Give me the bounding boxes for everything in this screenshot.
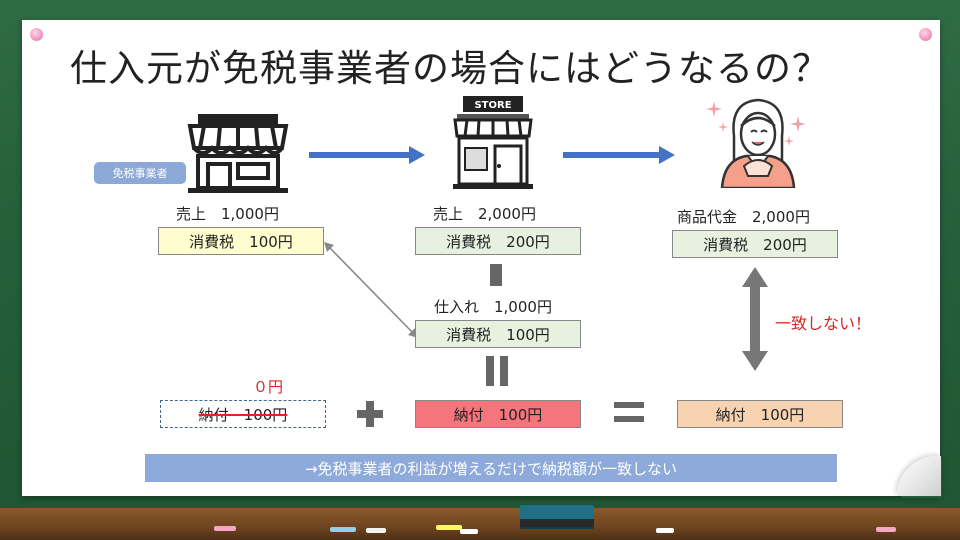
mismatch-label: 一致しない！ — [775, 314, 872, 333]
customer-payment-box: 納付 100円 — [677, 400, 843, 428]
chalk-piece — [656, 528, 674, 533]
sparkle-icon — [790, 116, 806, 132]
minus-icon — [490, 264, 502, 286]
sparkle-icon — [784, 136, 794, 146]
exempt-business-badge: 免税事業者 — [94, 162, 186, 184]
chalk-piece — [460, 529, 478, 534]
chalk-piece — [876, 527, 896, 532]
vertical-double-arrow-icon — [742, 267, 768, 371]
shop-icon — [187, 114, 289, 193]
store-purchase-label: 仕入れ 1,000円 — [434, 298, 552, 316]
double-arrow-icon — [324, 242, 418, 338]
customer-icon — [720, 98, 796, 188]
sparkle-icon — [706, 101, 722, 117]
supplier-sales-label: 売上 1,000円 — [176, 205, 279, 223]
chalk-piece — [436, 525, 462, 530]
chalk-piece — [214, 526, 236, 531]
sparkle-icon — [718, 122, 728, 132]
equals-sign-icon — [614, 402, 644, 422]
store-sales-label: 売上 2,000円 — [433, 205, 536, 223]
store-icon: STORE — [453, 96, 533, 189]
store-sign-label: STORE — [474, 100, 511, 111]
flow-arrow-icon — [563, 146, 675, 164]
pin-icon — [919, 28, 932, 41]
chalk-tray — [0, 508, 960, 540]
chalk-piece — [330, 527, 356, 532]
supplier-tax-box: 消費税 100円 — [158, 227, 324, 255]
zero-yen-label: ０円 — [253, 378, 284, 396]
equals-icon — [486, 356, 508, 386]
store-payment-box: 納付 100円 — [415, 400, 581, 428]
store-purchase-tax-box: 消費税 100円 — [415, 320, 581, 348]
flow-arrow-icon — [309, 146, 425, 164]
conclusion-banner: →免税事業者の利益が増えるだけで納税額が一致しない — [145, 454, 837, 482]
chalk-piece — [366, 528, 386, 533]
customer-price-label: 商品代金 2,000円 — [677, 208, 810, 226]
pin-icon — [30, 28, 43, 41]
supplier-payment-text: 納付 100円 — [198, 405, 288, 424]
customer-tax-box: 消費税 200円 — [672, 230, 838, 258]
plus-icon — [357, 401, 383, 427]
page-title: 仕入元が免税事業者の場合にはどうなるの？ — [70, 47, 830, 90]
eraser — [520, 505, 594, 527]
store-tax-box: 消費税 200円 — [415, 227, 581, 255]
supplier-payment-box: 納付 100円 — [160, 400, 326, 428]
